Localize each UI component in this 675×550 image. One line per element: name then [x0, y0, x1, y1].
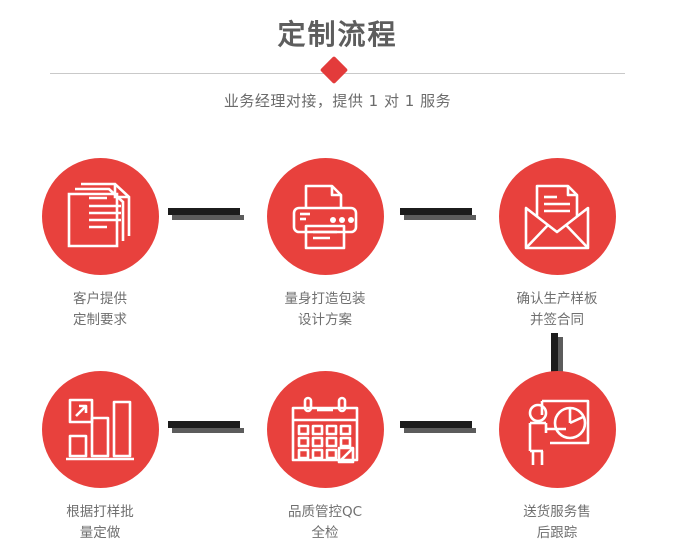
flow-step-3[interactable]: 确认生产样板 并签合同: [472, 158, 642, 331]
flow-step-1-circle: [41, 158, 159, 275]
flow-step-1[interactable]: 客户提供 定制要求: [15, 158, 185, 331]
flow-step-5-circle: [266, 371, 384, 488]
bar-chart-growth-icon: [66, 398, 134, 460]
flow-step-2-label: 量身打造包装 设计方案: [284, 291, 366, 328]
envelope-document-icon: [524, 184, 590, 249]
calendar-check-icon: [291, 396, 359, 463]
title-divider: [0, 55, 675, 88]
connector-bar: [400, 421, 472, 428]
connector-step2-step3: [400, 208, 476, 220]
flow-step-5[interactable]: 品质管控QC 全检: [240, 371, 410, 544]
connector-bar-shadow: [172, 215, 244, 220]
connector-bar: [168, 421, 240, 428]
connector-bar: [400, 208, 472, 215]
connector-bar-shadow: [172, 428, 244, 433]
connector-bar: [551, 333, 558, 373]
page-subtitle: 业务经理对接，提供 1 对 1 服务: [223, 92, 452, 110]
connector-step3-step6: [551, 333, 563, 377]
connector-bar-shadow: [558, 337, 563, 377]
diamond-icon: [319, 55, 348, 85]
flow-step-3-circle: [498, 158, 616, 275]
flow-step-2-circle: [266, 158, 384, 275]
connector-bar-shadow: [404, 215, 476, 220]
connector-bar-shadow: [404, 428, 476, 433]
flow-step-5-label: 品质管控QC 全检: [287, 504, 363, 541]
flow-step-4-circle: [41, 371, 159, 488]
flow-step-4[interactable]: 根据打样批 量定做: [15, 371, 185, 544]
flow-step-2[interactable]: 量身打造包装 设计方案: [240, 158, 410, 331]
flow-step-1-label: 客户提供 定制要求: [73, 291, 127, 328]
page-header: 定制流程 业务经理对接，提供 1 对 1 服务: [0, 0, 675, 130]
flow-step-3-label: 确认生产样板 并签合同: [516, 291, 598, 328]
connector-step4-step5: [168, 421, 244, 433]
presentation-pie-chart-icon: [528, 399, 590, 465]
flow-step-6-label: 送货服务售 后跟踪: [523, 504, 591, 541]
connector-bar: [168, 208, 240, 215]
flow-step-6-circle: [498, 371, 616, 488]
connector-step5-step6: [400, 421, 476, 433]
flow-step-6[interactable]: 送货服务售 后跟踪: [472, 371, 642, 544]
printer-icon: [292, 184, 358, 249]
page-title: 定制流程: [277, 18, 398, 51]
documents-stack-icon: [67, 182, 131, 247]
connector-step1-step2: [168, 208, 244, 220]
flow-step-4-label: 根据打样批 量定做: [66, 504, 134, 541]
